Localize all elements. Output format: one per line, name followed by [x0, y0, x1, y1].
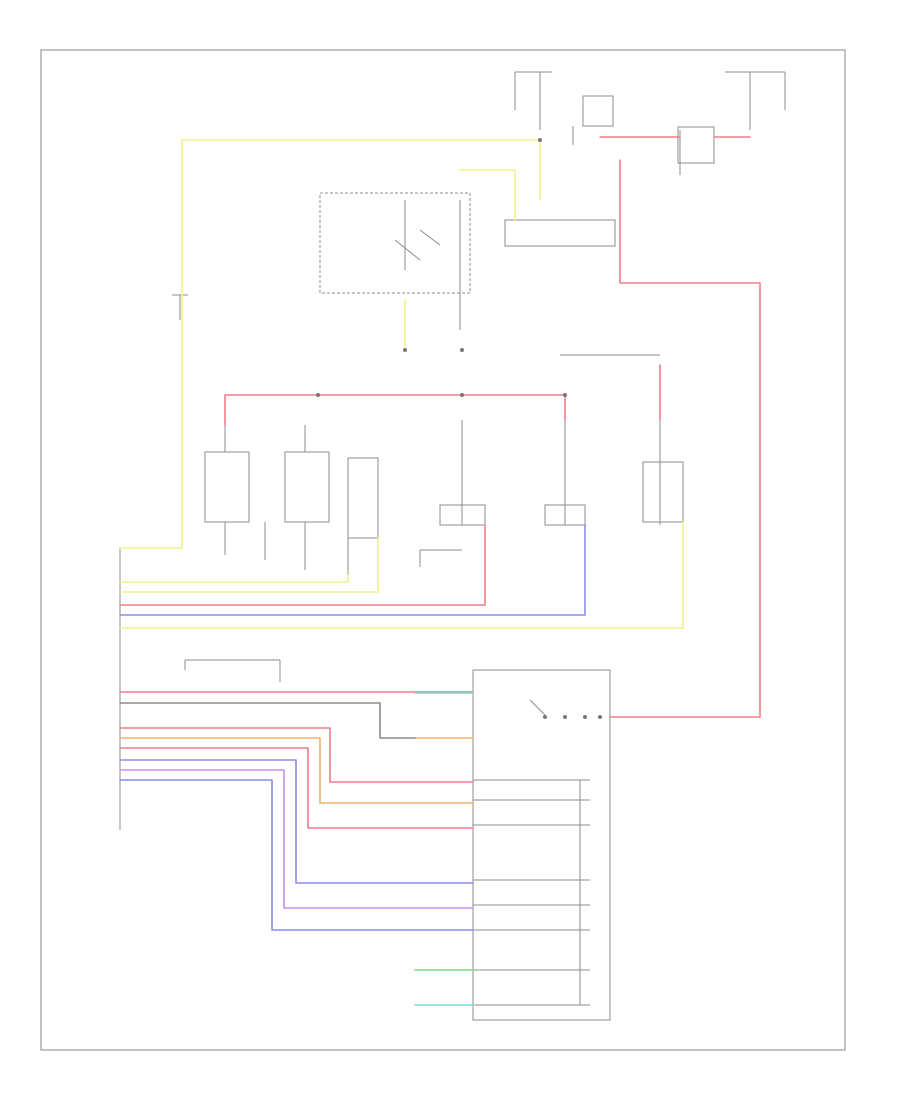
blue-wire-bundle-2 [119, 779, 474, 931]
junction-dot [316, 393, 320, 397]
yellow-wire-ecu-4 [119, 574, 349, 583]
switch-assembly [472, 669, 611, 1021]
yellow-wire-switch [459, 169, 516, 221]
yellow-connector [172, 294, 188, 320]
orange-wire-bundle [119, 737, 474, 804]
junction-dot [460, 393, 464, 397]
junction-dot [598, 715, 602, 719]
junction-box [504, 219, 616, 247]
blue-wire-bundle-1 [119, 759, 474, 884]
switch-group-left [204, 425, 379, 575]
junction-dot [563, 393, 567, 397]
red-wire-right-drop [609, 159, 761, 718]
blue-wire-ecu [119, 524, 586, 616]
switch-group-right [419, 354, 684, 567]
junction-dot [543, 715, 547, 719]
fuse-block [514, 71, 786, 175]
red-wire-bundle-1 [119, 727, 474, 783]
junction-dot [563, 715, 567, 719]
junction-dot [538, 138, 542, 142]
combination-switch [319, 192, 471, 330]
yellow-wire-ecu-3 [119, 537, 379, 593]
lower-relay [184, 659, 281, 682]
junction-dot [403, 348, 407, 352]
red-wire-bundle-2 [119, 747, 474, 829]
violet-wire-bundle [119, 769, 474, 909]
gray-wire-relay [119, 702, 416, 739]
red-wire-ecu-1 [119, 524, 486, 606]
yellow-wire-ecu-2 [119, 521, 684, 629]
wires [119, 136, 761, 1006]
relay-box [677, 126, 715, 164]
junction-dot [583, 715, 587, 719]
yellow-wire-main [181, 139, 541, 549]
diagram-frame [40, 49, 846, 1051]
junction-dot [460, 348, 464, 352]
red-wire-main [224, 394, 566, 426]
